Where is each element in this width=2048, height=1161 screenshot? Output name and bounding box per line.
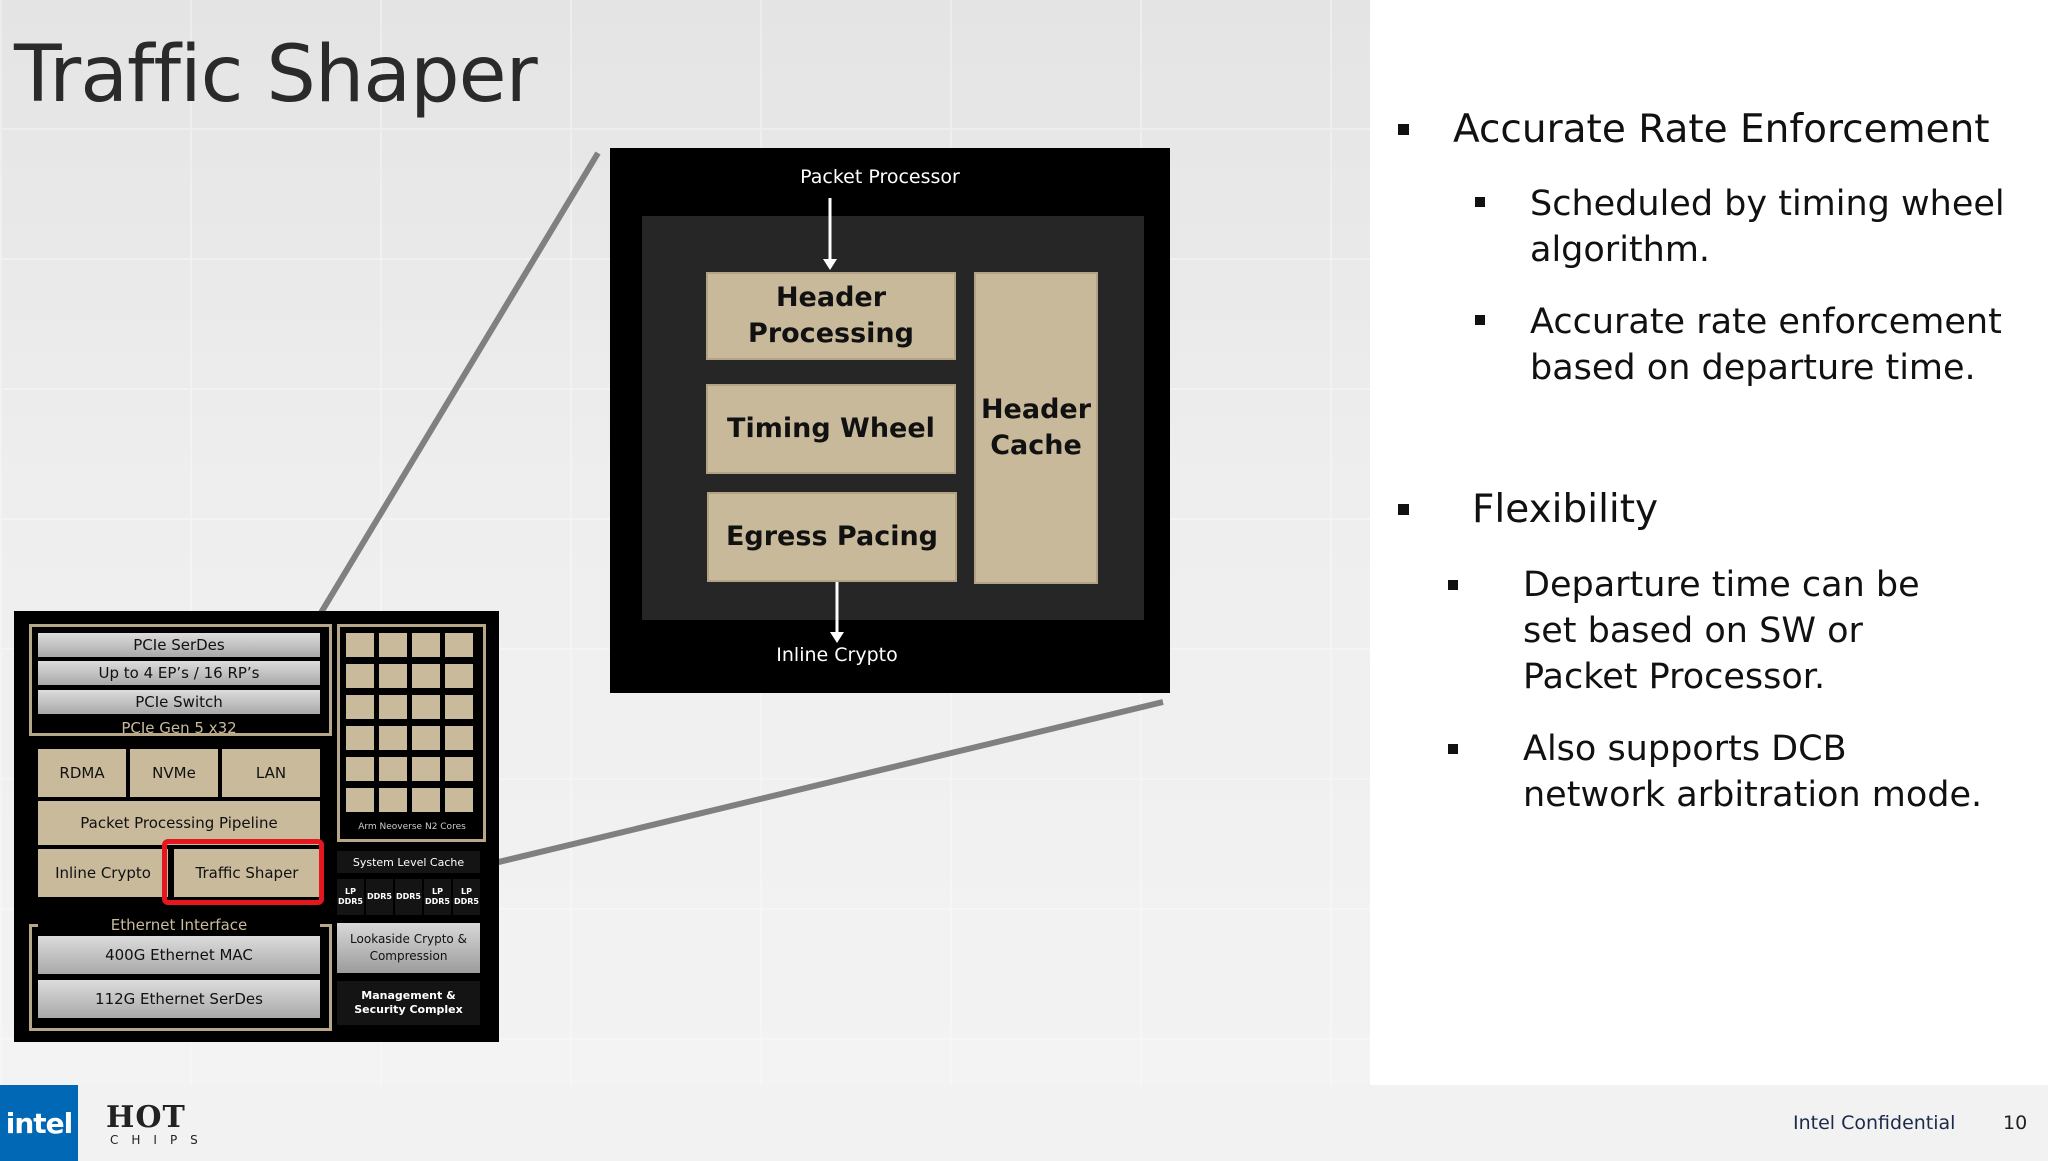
ddr-block: LP DDR5 <box>424 879 451 915</box>
arm-core <box>379 633 407 657</box>
arm-core <box>445 757 473 781</box>
ddr-block: LP DDR5 <box>337 879 364 915</box>
packet-processor-label: Packet Processor <box>800 166 960 188</box>
sub-bullet-timing-wheel: Scheduled by timing wheel algorithm. <box>1530 184 2005 270</box>
sub-bullet-sw-packet-processor: Departure time can be set based on SW or… <box>1523 565 1920 697</box>
arm-core <box>379 695 407 719</box>
arm-core <box>379 726 407 750</box>
inline-crypto-block: Inline Crypto <box>38 849 168 897</box>
pcie-switch: PCIe Switch <box>38 690 320 714</box>
confidential-label: Intel Confidential <box>1793 1112 1956 1134</box>
arm-core <box>412 633 440 657</box>
footer <box>0 1085 2048 1161</box>
slide-title: Traffic Shaper <box>14 30 538 120</box>
arm-core <box>379 757 407 781</box>
inline-crypto-label: Inline Crypto <box>776 644 898 666</box>
arm-core <box>346 757 374 781</box>
arm-core <box>346 664 374 688</box>
rdma-block: RDMA <box>38 749 126 797</box>
sub-bullet-marker <box>1448 744 1458 754</box>
arm-core <box>412 695 440 719</box>
arm-core <box>445 788 473 812</box>
arm-core <box>346 788 374 812</box>
ethernet-interface-label: Ethernet Interface <box>38 916 320 934</box>
sub-bullet-marker <box>1475 197 1485 207</box>
header-cache-block: Header Cache <box>974 272 1098 584</box>
arm-cores-label: Arm Neoverse N2 Cores <box>344 822 480 832</box>
page-number: 10 <box>2003 1112 2028 1134</box>
lookaside-crypto: Lookaside Crypto & Compression <box>337 923 480 973</box>
bullet-rate-enforcement: Accurate Rate Enforcement <box>1453 107 1990 152</box>
hot-chips-subtext: CHIPS <box>110 1133 211 1147</box>
intel-logo: intel <box>0 1085 78 1161</box>
pcie-serdes: PCIe SerDes <box>38 633 320 657</box>
arm-core <box>412 726 440 750</box>
chip-block-diagram: PCIe SerDes Up to 4 EP’s / 16 RP’s PCIe … <box>14 611 499 1042</box>
bullet-marker <box>1398 504 1409 515</box>
arm-cores-frame <box>337 624 486 842</box>
sub-bullet-departure-time: Accurate rate enforcement based on depar… <box>1530 302 2002 388</box>
sub-bullet-marker <box>1448 580 1458 590</box>
arm-core <box>346 633 374 657</box>
arm-core <box>412 788 440 812</box>
management-security: Management & Security Complex <box>337 981 480 1025</box>
arm-core <box>445 726 473 750</box>
nvme-block: NVMe <box>130 749 218 797</box>
egress-pacing-block: Egress Pacing <box>707 492 957 582</box>
sub-bullet-marker <box>1475 315 1485 325</box>
hot-chips-logo: HOT <box>106 1100 186 1135</box>
arm-core <box>379 664 407 688</box>
arm-core <box>379 788 407 812</box>
packet-pipeline-block: Packet Processing Pipeline <box>38 801 320 845</box>
traffic-shaper-block-chip: Traffic Shaper <box>174 849 320 897</box>
timing-wheel-block: Timing Wheel <box>706 384 956 474</box>
arm-core <box>346 726 374 750</box>
lan-block: LAN <box>222 749 320 797</box>
arm-core <box>412 664 440 688</box>
pcie-gen-label: PCIe Gen 5 x32 <box>121 719 237 737</box>
bullet-marker <box>1398 124 1409 135</box>
pcie-frame <box>29 624 332 736</box>
ethernet-serdes: 112G Ethernet SerDes <box>38 980 320 1018</box>
arm-core <box>346 695 374 719</box>
traffic-shaper-detail: Packet Processor Header Processing Timin… <box>610 148 1170 693</box>
ddr-block: DDR5 <box>366 879 393 915</box>
system-level-cache: System Level Cache <box>337 851 480 873</box>
diagram-panel: Traffic Shaper Packet Processor Header P… <box>0 0 1370 1085</box>
arm-core <box>445 695 473 719</box>
arm-core <box>412 757 440 781</box>
pcie-eps-rps: Up to 4 EP’s / 16 RP’s <box>38 661 320 685</box>
ethernet-mac: 400G Ethernet MAC <box>38 936 320 974</box>
arm-core <box>445 633 473 657</box>
ddr-block: LP DDR5 <box>453 879 480 915</box>
arm-core <box>445 664 473 688</box>
sub-bullet-dcb-mode: Also supports DCB network arbitration mo… <box>1523 729 1983 815</box>
ddr-block: DDR5 <box>395 879 422 915</box>
traffic-shaper-highlight <box>162 839 324 905</box>
flow-arrows <box>823 198 844 643</box>
header-processing-block: Header Processing <box>706 272 956 360</box>
bullet-flexibility: Flexibility <box>1472 487 1659 532</box>
